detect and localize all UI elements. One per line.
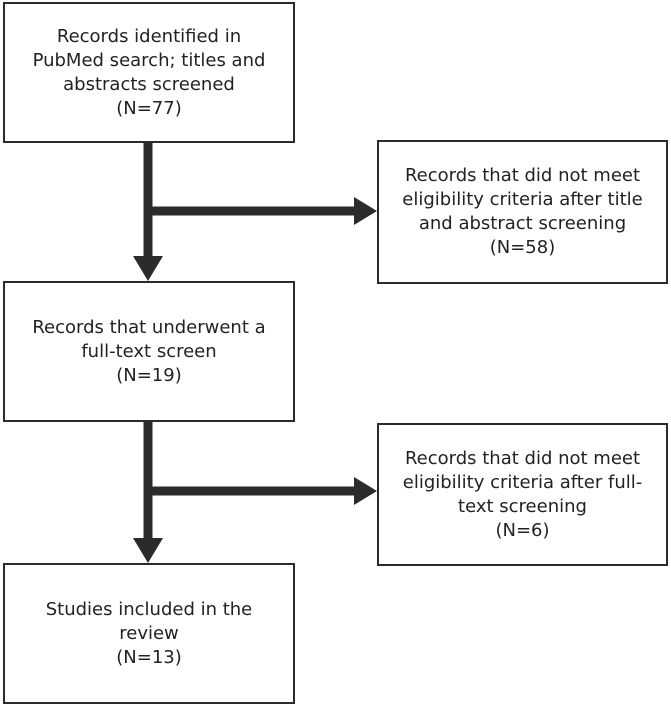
box-count: (N=13)	[116, 646, 182, 668]
full-text-screen-box: Records that underwent a full-text scree…	[3, 281, 295, 422]
box-count: (N=19)	[116, 364, 182, 386]
box-count: (N=58)	[489, 237, 556, 258]
arrow-fulltext-to-included	[133, 422, 163, 563]
studies-included-box: Studies included in the review (N=13)	[3, 563, 295, 704]
box-text-line: PubMed search; titles and	[32, 49, 266, 71]
box-text-line: Records identified in	[56, 25, 242, 47]
box-count: (N=6)	[495, 519, 550, 541]
box-text-line: abstracts screened	[63, 73, 235, 95]
excluded-after-full-text-box: Records that did not meet eligibility cr…	[377, 423, 668, 566]
box-text-line: Records that did not meet	[404, 165, 641, 186]
box-text-line: eligibility criteria after full-	[402, 471, 643, 493]
arrow-identified-to-fulltext	[133, 143, 163, 281]
box-text-line: full-text screen	[81, 340, 217, 362]
box-text-line: eligibility criteria after title	[402, 189, 643, 210]
box-text-line: review	[119, 622, 179, 644]
box-count: (N=77)	[116, 97, 182, 119]
box-text-line: and abstract screening	[418, 213, 627, 234]
excluded-after-screening-box: Records that did not meet eligibility cr…	[377, 140, 668, 284]
arrow-to-excluded-screening	[148, 197, 377, 225]
arrow-to-excluded-full-text	[148, 477, 377, 505]
records-identified-box: Records identified in PubMed search; tit…	[3, 2, 295, 143]
box-text-line: Records that underwent a	[32, 316, 266, 338]
box-text-line: Records that did not meet	[404, 447, 641, 469]
box-text-line: text screening	[458, 495, 587, 517]
box-text-line: Studies included in the	[45, 598, 253, 620]
